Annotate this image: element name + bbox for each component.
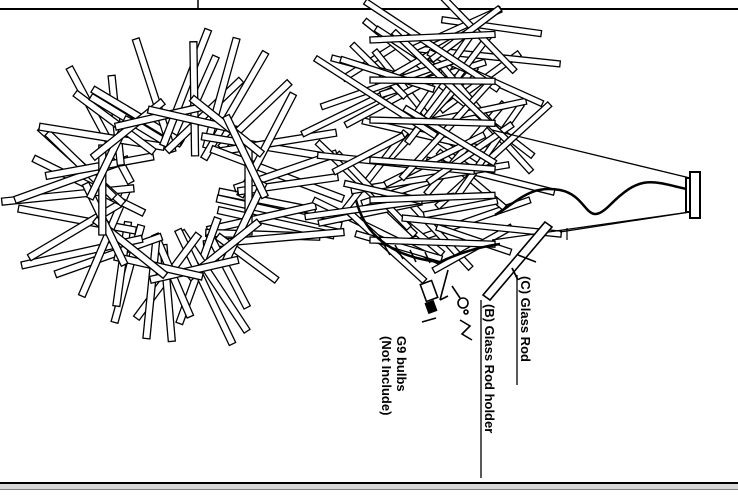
glass-rod	[369, 236, 496, 248]
glass-rod	[369, 191, 496, 204]
glass-rod	[199, 49, 270, 162]
bottom-band	[0, 484, 738, 489]
glass-rod	[390, 28, 510, 143]
glass-rod	[38, 122, 166, 152]
glass-rod	[369, 116, 496, 128]
bulb-label-line1: G9 bulbs	[394, 336, 409, 392]
glass-rod-holder-part	[451, 285, 473, 341]
label-leader-lines	[480, 275, 518, 478]
bowl-outline	[354, 199, 501, 264]
suspension	[491, 129, 691, 241]
glass-rod	[53, 232, 164, 279]
glass-rod	[422, 197, 499, 219]
glass-rod-label: (C) Glass Rod	[518, 276, 533, 362]
glass-rod-part	[481, 220, 554, 302]
glass-rod	[362, 0, 501, 93]
glass-rod	[72, 89, 157, 156]
glass-rod	[131, 37, 177, 154]
glass-rod	[221, 113, 270, 200]
glass-rod	[369, 76, 496, 85]
glass-rod	[90, 85, 186, 147]
bulb-label-line2: (Not Include)	[379, 336, 394, 416]
top-view-rod-ring	[0, 27, 346, 347]
glass-rod	[173, 227, 237, 347]
ceiling-canopy-plate	[685, 171, 701, 219]
glass-rod	[369, 30, 496, 44]
bulb-socket-part	[419, 269, 449, 323]
side-view-rod-cluster	[300, 0, 563, 285]
glass-rod	[331, 131, 406, 176]
bowl-hatch	[379, 237, 431, 264]
glass-rod	[369, 156, 496, 173]
glass-rod-holder-label: (B) Glass Rod holder	[482, 304, 497, 434]
glass-rod	[146, 105, 238, 134]
